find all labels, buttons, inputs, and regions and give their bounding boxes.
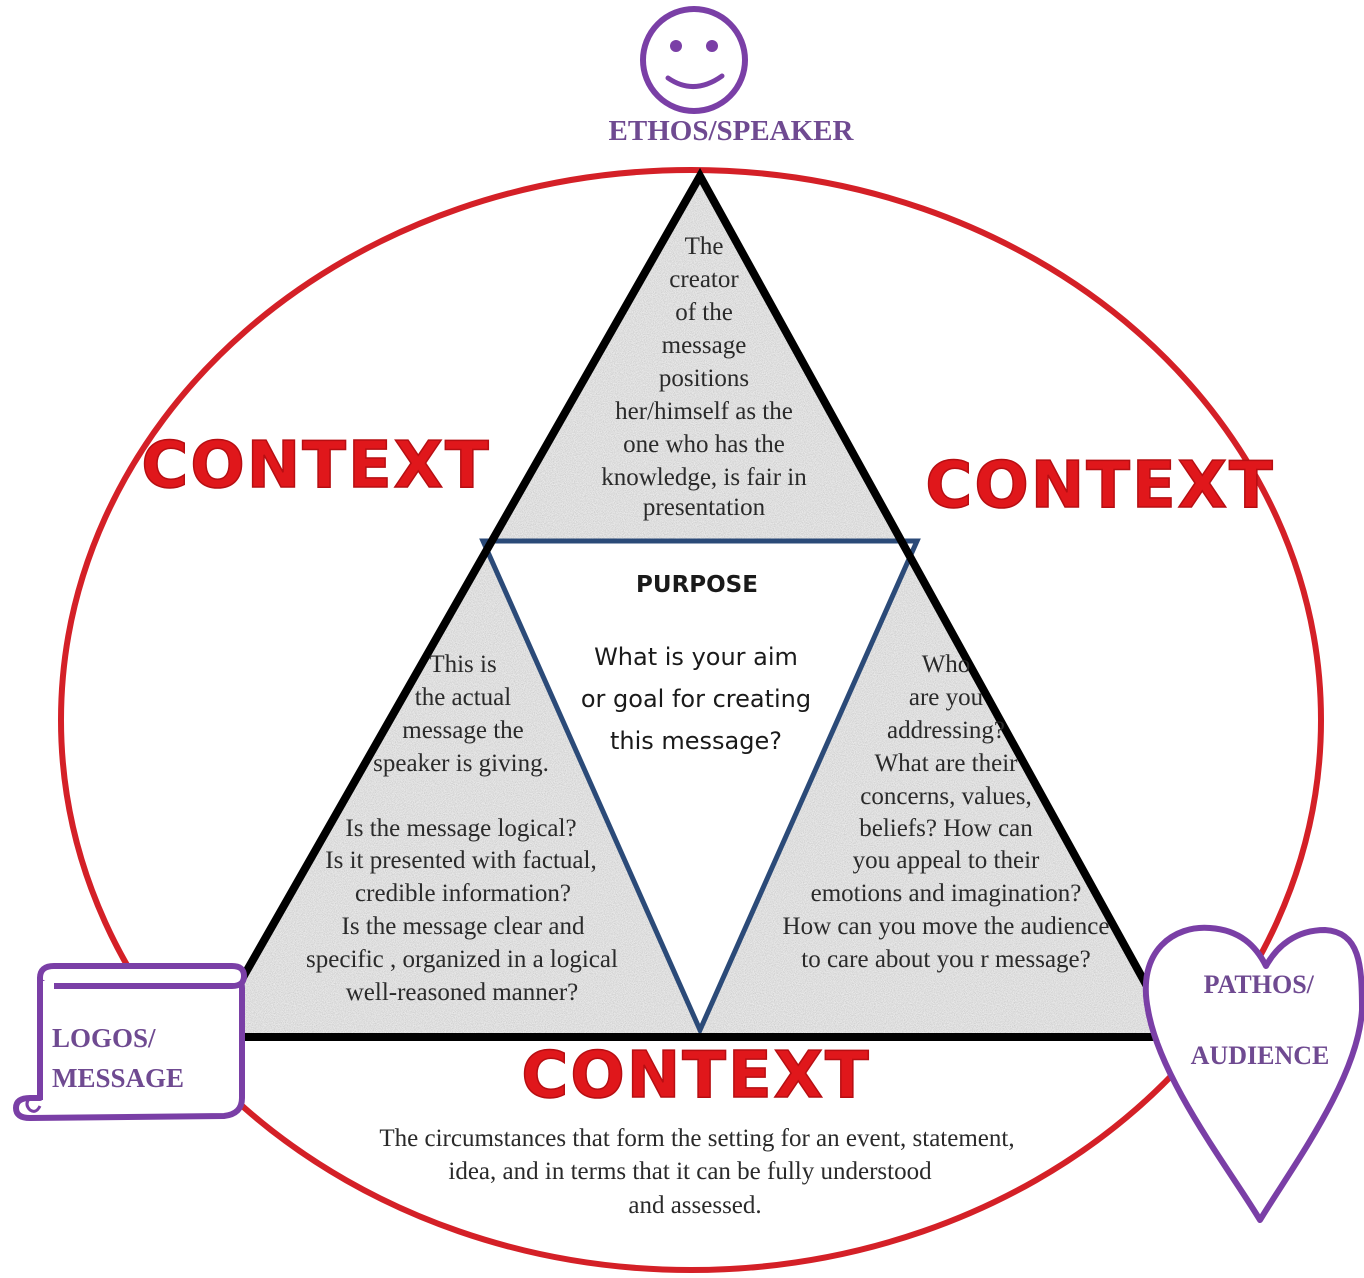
logos-label: LOGOS/ MESSAGE	[52, 1023, 184, 1093]
smiley-face-icon	[640, 6, 748, 114]
pathos-description: Who are you addressing? What are their c…	[783, 651, 1110, 973]
ethos-line: her/himself as the	[615, 398, 793, 425]
pathos-label: PATHOS/ AUDIENCE	[1191, 970, 1330, 1070]
logos-line: the actual	[415, 684, 512, 711]
pathos-label-line: PATHOS/	[1204, 970, 1315, 999]
ethos-line: positions	[659, 365, 749, 392]
purpose-line: What is your aim	[594, 643, 798, 671]
scroll-icon	[13, 963, 247, 1121]
pathos-line: emotions and imagination?	[811, 880, 1082, 907]
ethos-description: The creator of the message positions her…	[601, 233, 807, 521]
context-definition-line: idea, and in terms that it can be fully …	[448, 1158, 932, 1185]
heart-icon	[1142, 924, 1364, 1223]
logos-line: speaker is giving.	[373, 750, 549, 777]
logos-label-line: MESSAGE	[52, 1063, 184, 1093]
pathos-line: beliefs? How can	[859, 815, 1033, 842]
logos-line: This is	[429, 651, 496, 678]
pathos-line: you appeal to their	[853, 847, 1040, 874]
context-definition-line: The circumstances that form the setting …	[379, 1125, 1014, 1152]
logos-label-line: LOGOS/	[52, 1023, 156, 1053]
pathos-line: What are their	[875, 750, 1019, 777]
context-definition: The circumstances that form the setting …	[379, 1125, 1014, 1219]
ethos-line: presentation	[643, 494, 766, 521]
context-label-bottom: CONTEXT	[521, 1039, 870, 1113]
purpose-triangle	[479, 538, 921, 1037]
purpose-title: PURPOSE	[636, 572, 758, 598]
pathos-line: concerns, values,	[860, 783, 1031, 810]
logos-line: specific , organized in a logical	[306, 946, 618, 973]
purpose-line: this message?	[610, 727, 782, 755]
purpose-line: or goal for creating	[581, 685, 811, 713]
ethos-line: creator	[669, 266, 739, 293]
pathos-label-line: AUDIENCE	[1191, 1041, 1330, 1070]
ethos-label: ETHOS/SPEAKER	[609, 115, 855, 147]
logos-line: credible information?	[355, 880, 571, 907]
ethos-line: one who has the	[623, 431, 785, 458]
logos-line: Is the message clear and	[342, 913, 585, 940]
purpose-question: What is your aim or goal for creating th…	[581, 643, 811, 755]
pathos-line: How can you move the audience	[783, 913, 1110, 940]
ethos-line: of the	[675, 299, 733, 326]
ethos-line: message	[662, 332, 747, 359]
ethos-line: The	[685, 233, 724, 260]
logos-line: message the	[402, 717, 523, 744]
logos-line: Is the message logical?	[345, 815, 576, 842]
pathos-line: Who	[922, 651, 971, 678]
pathos-line: are you	[909, 684, 984, 711]
outer-triangle	[202, 167, 1182, 1041]
context-ellipse	[58, 167, 1324, 1273]
logos-line: well-reasoned manner?	[346, 979, 579, 1006]
pathos-line: to care about you r message?	[801, 946, 1090, 973]
pathos-line: addressing?	[887, 717, 1005, 744]
context-label-left: CONTEXT	[141, 429, 490, 503]
logos-line: Is it presented with factual,	[325, 847, 596, 874]
logos-description: This is the actual message the speaker i…	[306, 651, 618, 1006]
ethos-line: knowledge, is fair in	[601, 464, 807, 491]
context-label-right: CONTEXT	[925, 449, 1274, 523]
context-definition-line: and assessed.	[628, 1192, 761, 1219]
